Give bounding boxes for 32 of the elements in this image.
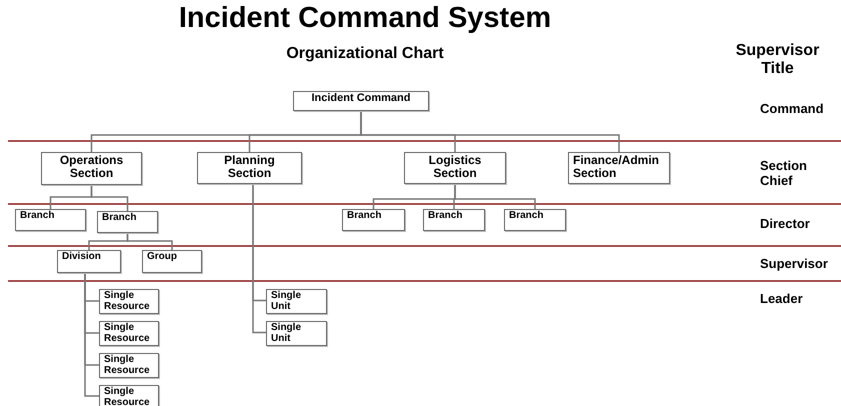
org-box: Logistics Section <box>404 152 506 184</box>
connector-line <box>126 233 173 250</box>
connector-line <box>454 184 536 209</box>
org-box: Group <box>142 250 202 273</box>
org-box: Single Resource <box>99 289 159 314</box>
org-box: Division <box>57 250 121 273</box>
level-label: Director <box>760 216 811 231</box>
org-box: Branch <box>423 209 485 231</box>
org-box: Branch <box>15 209 86 231</box>
org-box: Single Unit <box>266 321 327 346</box>
connector-line <box>360 111 620 152</box>
heading-text: Supervisor Title <box>734 42 820 78</box>
org-box: Single Resource <box>99 353 159 378</box>
level-label: Section Chief <box>760 158 808 188</box>
org-box: Incident Command <box>293 91 429 111</box>
org-box: Planning Section <box>197 152 302 184</box>
org-box: Single Resource <box>99 321 159 346</box>
org-box: Single Unit <box>266 289 327 314</box>
org-box: Finance/Admin Section <box>568 152 670 184</box>
connector-line <box>252 184 266 334</box>
org-box: Operations Section <box>41 152 142 185</box>
connector-line <box>90 185 128 211</box>
org-box: Branch <box>504 209 566 231</box>
heading-text: Organizational Chart <box>285 45 445 63</box>
org-box: Branch <box>342 209 405 231</box>
org-box: Single Resource <box>99 385 159 406</box>
level-label: Leader <box>760 291 804 306</box>
level-label: Command <box>760 101 825 116</box>
chart-title: Incident Command System <box>178 2 552 35</box>
connector-line <box>84 273 99 397</box>
level-label: Supervisor <box>760 256 829 271</box>
org-box: Branch <box>97 211 158 233</box>
